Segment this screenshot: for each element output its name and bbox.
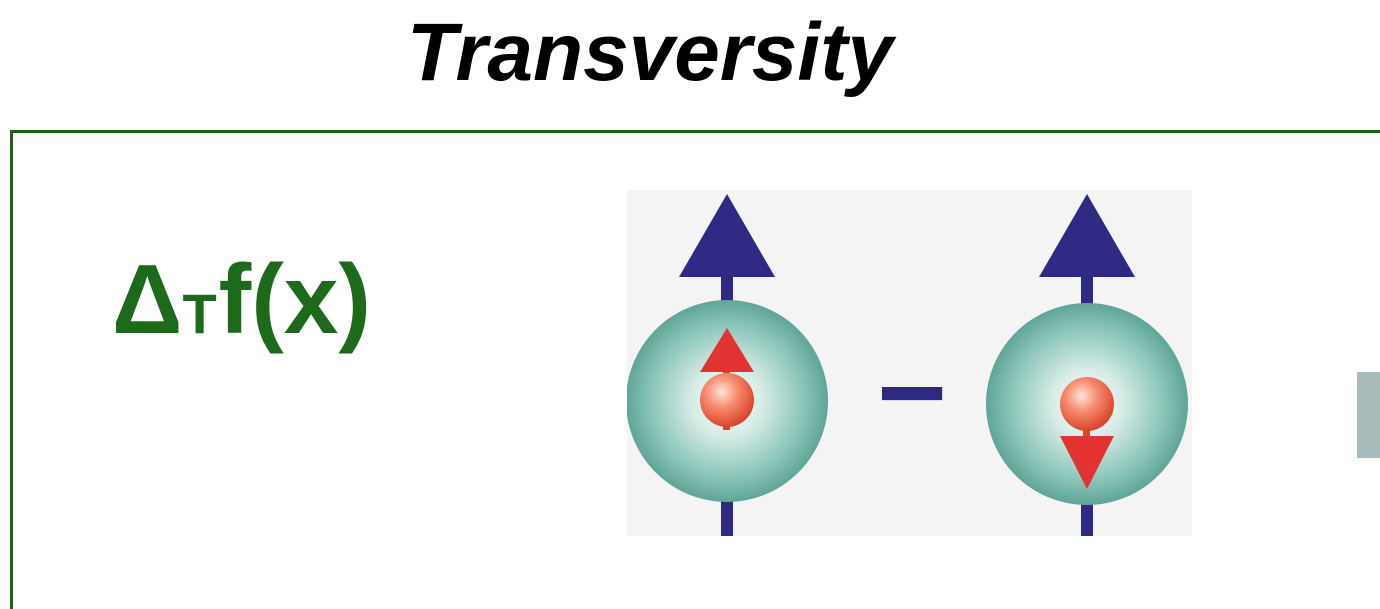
content-panel — [10, 130, 1380, 609]
quark-ball-left — [700, 373, 754, 427]
spin-diagram-svg: − — [626, 194, 1188, 536]
slide-title: Transversity — [406, 7, 894, 98]
nucleon-spin-up-arrow-left — [679, 194, 775, 277]
quark-spin-down-arrow-right — [1060, 436, 1114, 489]
function-text: f(x) — [218, 244, 372, 354]
quark-ball-right — [1060, 377, 1114, 431]
transverse-subscript: T — [182, 282, 217, 345]
state-left — [626, 194, 828, 536]
edge-element — [1357, 372, 1380, 458]
minus-operator: − — [877, 326, 947, 460]
state-right — [986, 194, 1188, 536]
spin-difference-diagram: − — [626, 190, 1192, 536]
delta-symbol: Δ — [112, 244, 183, 354]
quark-spin-up-arrow-left — [700, 328, 754, 372]
transversity-distribution-label: ΔTf(x) — [112, 250, 371, 348]
nucleon-spin-up-arrow-right — [1039, 194, 1135, 277]
